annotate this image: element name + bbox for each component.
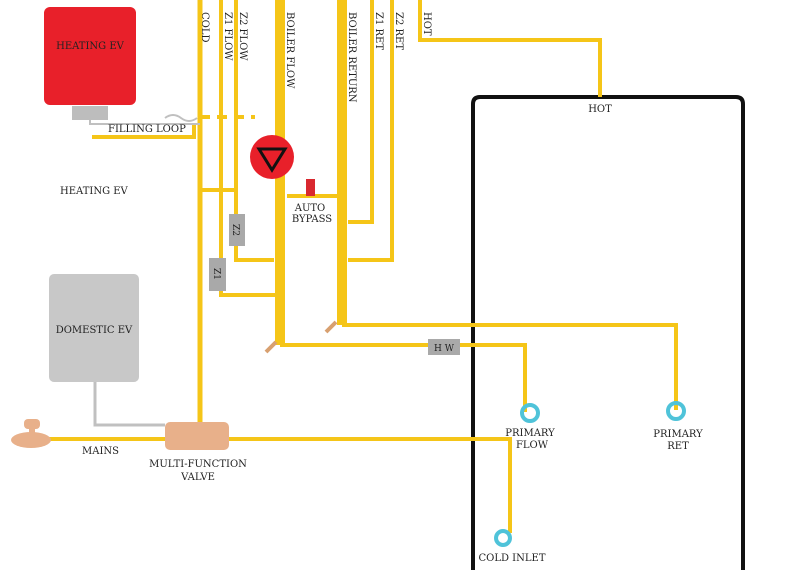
z2-flow-label: Z2 FLOW [237, 12, 248, 61]
primary-return-pipe [342, 323, 678, 410]
domestic-expansion-vessel [49, 274, 139, 382]
z1-return-pipe [348, 0, 374, 224]
primary-flow-label-line2: FLOW [516, 440, 549, 451]
auto-bypass-label-line2: BYPASS [292, 214, 332, 225]
heating-ev-label: HEATING EV [60, 186, 129, 197]
z2-ret-label: Z2 RET [393, 12, 404, 50]
filling-loop-pipe [92, 125, 196, 139]
domestic-ev-label: DOMESTIC EV [56, 325, 133, 336]
auto-bypass-label-line1: AUTO [294, 203, 326, 214]
pump-triangle-icon [256, 147, 288, 173]
filling-loop-label: FILLING LOOP [108, 124, 186, 135]
hot-top-label: HOT [421, 12, 432, 36]
primary-flow-label-line1: PRIMARY [505, 428, 555, 439]
primary-ret-label-line2: RET [667, 441, 689, 452]
multi-function-valve [165, 422, 229, 450]
z2-zone-valve [229, 214, 245, 246]
bypass-valve-icon [306, 179, 315, 196]
hw-zone-valve [428, 339, 460, 355]
hw-valve-label: H W [434, 344, 455, 354]
z1-ret-label: Z1 RET [373, 12, 384, 50]
heating-expansion-vessel [44, 7, 136, 105]
heating-ev-box-label: HEATING EV [56, 41, 125, 52]
z1-zone-valve [209, 258, 226, 291]
cold-inlet-connection-icon [494, 529, 512, 547]
heating-ev-base [72, 106, 108, 120]
primary-flow-pipe [280, 343, 527, 412]
z2-valve-label: Z2 [230, 224, 240, 236]
mains-tap-icon [11, 419, 51, 448]
hot-cylinder-label: HOT [588, 104, 612, 115]
z2-return-pipe [348, 0, 394, 262]
mains-label: MAINS [82, 446, 119, 457]
boiler-flow-label: BOILER FLOW [284, 12, 295, 89]
drain-cock-return-icon [324, 320, 338, 334]
pipework [45, 0, 678, 533]
hot-pipe [418, 0, 602, 97]
cold-label: COLD [199, 12, 210, 43]
primary-ret-connection-icon [666, 401, 686, 421]
z1-valve-label: Z1 [211, 268, 221, 280]
hot-water-cylinder [471, 95, 745, 570]
primary-ret-label-line1: PRIMARY [653, 429, 703, 440]
boiler-return-label: BOILER RETURN [346, 12, 357, 103]
pump [250, 135, 294, 179]
primary-flow-connection-icon [520, 403, 540, 423]
cold-inlet-pipe [229, 437, 512, 533]
mfv-label-line1: MULTI-FUNCTION [149, 459, 247, 470]
z2-flow-pipe [234, 0, 274, 262]
cold-inlet-label: COLD INLET [479, 553, 546, 564]
mfv-label-line2: VALVE [180, 472, 215, 483]
domestic-ev-pipe [93, 380, 165, 427]
z1-flow-label: Z1 FLOW [222, 12, 233, 61]
drain-cock-flow-icon [264, 340, 278, 354]
filling-loop-flex [164, 114, 198, 122]
